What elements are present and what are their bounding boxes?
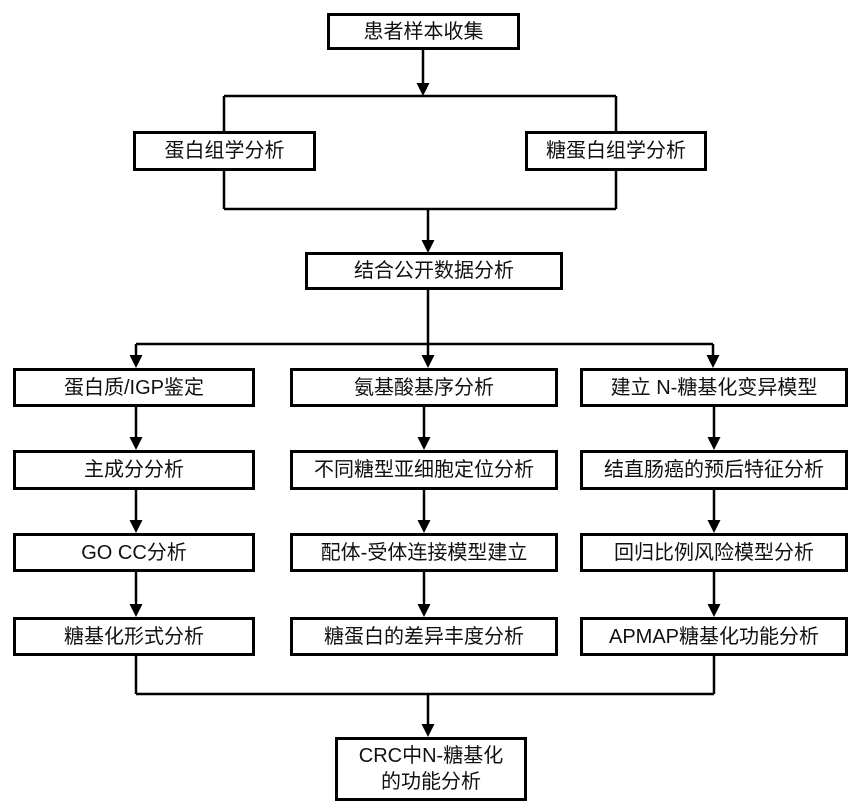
node-regression-hazard-model-analysis: 回归比例风险模型分析 (580, 533, 848, 572)
node-label: 回归比例风险模型分析 (614, 541, 814, 564)
node-crc-prognosis-feature-analysis: 结直肠癌的预后特征分析 (580, 450, 848, 490)
node-label: 患者样本收集 (363, 20, 484, 43)
node-subcellular-localization-analysis: 不同糖型亚细胞定位分析 (290, 450, 558, 490)
node-public-data: 结合公开数据分析 (305, 252, 563, 290)
node-label: 主成分分析 (84, 459, 184, 481)
edge-splitbar-row2 (222, 94, 618, 133)
node-label: GO CC分析 (81, 541, 187, 564)
edge-publicdata-to-columns (129, 290, 720, 368)
node-label: 糖基化形式分析 (64, 625, 204, 648)
node-glycoform-analysis: 糖基化形式分析 (13, 617, 255, 656)
edge-columns-to-final (134, 656, 716, 737)
node-label: 建立 N-糖基化变异模型 (610, 376, 818, 399)
edge-col3-steps (707, 407, 721, 617)
node-label: 不同糖型亚细胞定位分析 (314, 459, 534, 481)
edge-top-to-splitbar (416, 50, 430, 96)
node-principal-component-analysis: 主成分分析 (13, 450, 255, 490)
node-label: 结合公开数据分析 (354, 260, 514, 282)
node-label: 蛋白组学分析 (164, 140, 285, 162)
node-label: 糖蛋白组学分析 (546, 140, 686, 162)
node-label: 氨基酸基序分析 (354, 376, 494, 399)
edge-row2-to-mergebar (222, 171, 618, 211)
node-label: 结直肠癌的预后特征分析 (604, 459, 824, 481)
node-protein-igp-identification: 蛋白质/IGP鉴定 (13, 368, 255, 407)
node-apmap-glycosylation-function: APMAP糖基化功能分析 (580, 617, 848, 656)
node-nglycosylation-variation-model: 建立 N-糖基化变异模型 (580, 368, 848, 407)
edge-col1-steps (129, 407, 143, 617)
node-label-line2: 的功能分析 (381, 771, 481, 793)
node-glycoproteomics: 糖蛋白组学分析 (525, 131, 707, 171)
node-label: 糖蛋白的差异丰度分析 (324, 625, 524, 648)
node-sample-collection: 患者样本收集 (327, 13, 520, 50)
node-label: 配体-受体连接模型建立 (320, 541, 528, 564)
node-label: APMAP糖基化功能分析 (608, 625, 820, 648)
node-proteomics: 蛋白组学分析 (133, 131, 316, 171)
node-amino-acid-motif-analysis: 氨基酸基序分析 (290, 368, 558, 407)
node-glycoprotein-abundance-analysis: 糖蛋白的差异丰度分析 (290, 617, 558, 656)
edge-col2-steps (417, 407, 431, 617)
node-ligand-receptor-model: 配体-受体连接模型建立 (290, 533, 558, 572)
node-label-line1: CRC中N-糖基化 (358, 745, 504, 767)
node-label: 蛋白质/IGP鉴定 (63, 376, 204, 399)
edge-mergebar-to-publicdata (421, 209, 435, 253)
node-go-cc-analysis: GO CC分析 (13, 533, 255, 572)
node-final-crc-function-analysis: CRC中N-糖基化 的功能分析 (335, 737, 527, 801)
